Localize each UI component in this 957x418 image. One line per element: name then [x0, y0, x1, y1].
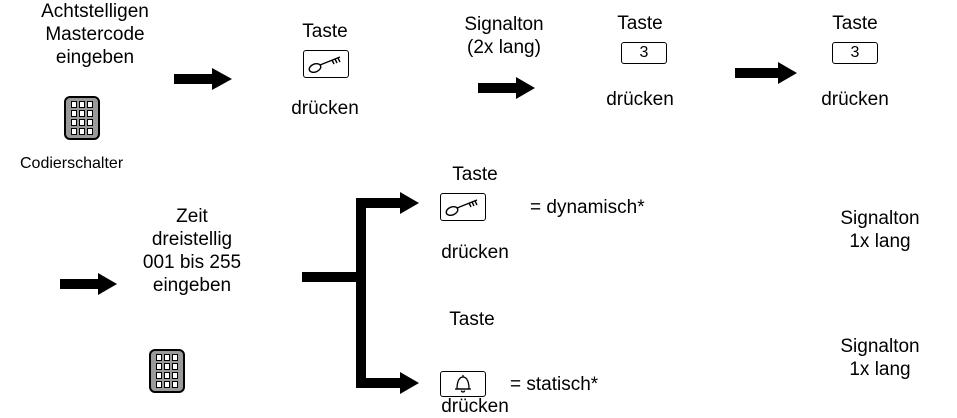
dynamic-signal: Signalton 1x lang [820, 207, 940, 253]
dynamic-title: Taste [452, 164, 498, 185]
key-icon [308, 56, 341, 74]
dynamic-action: drücken [441, 242, 509, 263]
key-3-button-1: 3 [621, 42, 667, 64]
coding-switch-icon [64, 96, 100, 140]
time-line2: dreistellig [151, 229, 233, 250]
key-button-1 [303, 50, 349, 78]
static-action: drücken [441, 396, 509, 417]
step1-line3: eingeben [55, 47, 135, 68]
step4-title: Taste [832, 13, 878, 34]
step2-title: Taste [302, 21, 348, 42]
step3-action: drücken [606, 89, 674, 110]
dynamic-mode: = dynamisch* [530, 197, 645, 218]
arrow-2 [478, 77, 535, 99]
dynamic-signal-line1: Signalton [840, 208, 920, 229]
arrow-branch-up [356, 192, 419, 214]
key-3-button-2: 3 [832, 42, 878, 64]
signal-tone-2x-line2: (2x lang) [467, 37, 541, 58]
arrow-branch-down [356, 372, 419, 394]
static-title: Taste [449, 309, 495, 330]
coding-switch-icon-2 [149, 349, 185, 393]
time-line4: eingeben [152, 275, 232, 296]
time-line1: Zeit [176, 206, 208, 227]
step3-title: Taste [617, 13, 663, 34]
time-entry-text: Zeit dreistellig 001 bis 255 eingeben [122, 205, 262, 297]
step1-line2: Mastercode [45, 24, 145, 45]
signal-tone-2x: Signalton (2x lang) [444, 13, 564, 59]
bell-icon [455, 375, 471, 393]
step1-line1: Achtstelligen [41, 1, 149, 22]
coding-switch-label: Codierschalter [20, 155, 124, 172]
arrow-1 [174, 68, 232, 90]
dynamic-signal-line2: 1x lang [849, 231, 911, 252]
static-mode: = statisch* [510, 374, 599, 395]
step1-text: Achtstelligen Mastercode eingeben [20, 0, 170, 69]
static-signal-line1: Signalton [840, 336, 920, 357]
branch-vertical [356, 198, 366, 388]
signal-tone-2x-line1: Signalton [464, 14, 544, 35]
arrow-4 [60, 273, 117, 295]
bell-key-button [440, 371, 486, 397]
key-icon-2 [445, 199, 478, 217]
arrow-3 [735, 62, 797, 84]
static-signal-line2: 1x lang [849, 359, 911, 380]
step4-action: drücken [821, 89, 889, 110]
branch-stem [302, 272, 364, 282]
step2-action: drücken [291, 98, 359, 119]
static-signal: Signalton 1x lang [820, 335, 940, 381]
key-button-2 [440, 193, 486, 221]
time-line3: 001 bis 255 [142, 252, 242, 273]
